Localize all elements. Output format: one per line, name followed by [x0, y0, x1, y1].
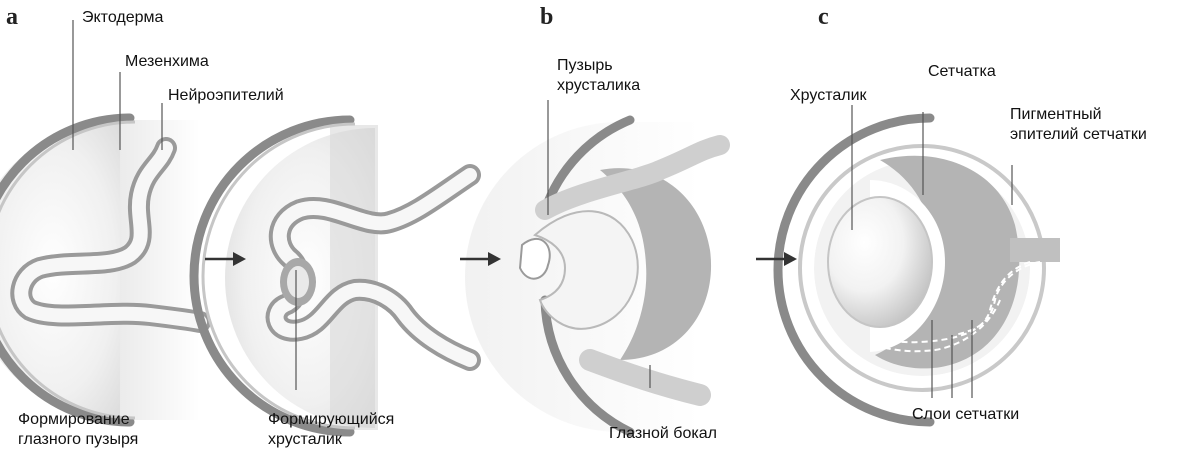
- optic-cup-upper-rim: [535, 135, 730, 220]
- ectoderm-layer: [189, 115, 355, 437]
- stage-a2-forming-lens: [189, 115, 481, 437]
- lens-vesicle: [533, 210, 639, 330]
- label-mesenchyme: Мезенхима: [125, 53, 209, 70]
- label-neuroepithelium: Нейроэпителий: [168, 87, 284, 104]
- mesenchyme-shade: [330, 125, 378, 430]
- lens-body: [827, 196, 933, 328]
- label-rpe-line-2: эпителий сетчатки: [1010, 126, 1147, 143]
- label-retina: Сетчатка: [928, 63, 996, 80]
- stage-c-eye: [773, 113, 1060, 427]
- label-forming-lens-line-2: хрусталик: [268, 431, 342, 448]
- neuroepithelium-lumen: [269, 168, 477, 367]
- lens-placode-inner: [287, 266, 309, 298]
- label-lens: Хрусталик: [790, 87, 867, 104]
- optic-nerve: [1010, 238, 1060, 262]
- arrow-1: [205, 252, 246, 266]
- stage-b-optic-cup: [465, 115, 730, 437]
- label-forming-lens-line-1: Формирующийся: [268, 411, 395, 428]
- label-lens-vesicle-line-1: Пузырь: [557, 57, 613, 74]
- ectoderm-layer: [0, 113, 135, 427]
- ectoderm-inner-edge: [0, 120, 136, 420]
- lens-vesicle-opening: [518, 238, 551, 280]
- ectoderm-lower: [540, 295, 635, 437]
- label-ectoderm: Эктодерма: [82, 9, 164, 26]
- arrow-3: [756, 252, 797, 266]
- ectoderm-inner-edge: [201, 122, 356, 430]
- label-optic-cup: Глазной бокал: [609, 425, 717, 442]
- label-retina-layers: Слои сетчатки: [912, 406, 1020, 423]
- label-vesicle-formation-line-2: глазного пузыря: [18, 431, 139, 448]
- retina-tissue: [875, 155, 1020, 369]
- label-rpe-line-1: Пигментный: [1010, 106, 1102, 123]
- stage-a1-vesicle: [0, 113, 211, 427]
- panel-letter-c: c: [818, 4, 829, 30]
- leader-lines: [72, 20, 1013, 398]
- panel-letter-b: b: [540, 4, 554, 30]
- label-vesicle-formation-line-1: Формирование: [18, 411, 130, 428]
- sclera-outline: [798, 144, 1046, 392]
- neuroepithelium-lumen: [14, 141, 207, 329]
- retina-layer-boundary-3: [874, 299, 1001, 353]
- optic-cup-neural-layer: [600, 168, 712, 360]
- optic-cup-lower-rim: [579, 349, 711, 406]
- cornea-ectoderm: [773, 113, 935, 427]
- panel-letter-a: a: [6, 4, 18, 30]
- label-lens-vesicle-line-2: хрусталика: [557, 77, 641, 94]
- arrow-2: [460, 252, 501, 266]
